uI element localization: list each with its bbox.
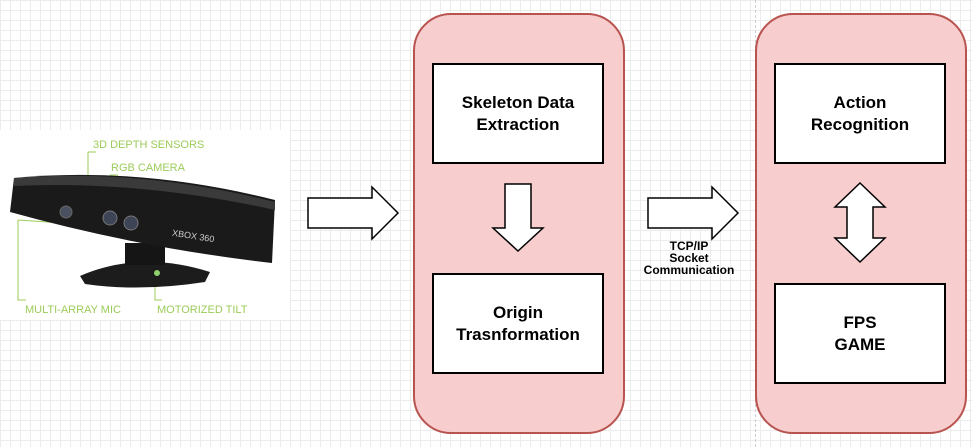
label-motorized-tilt: MOTORIZED TILT [157,304,248,316]
box-skeleton-data-extraction: Skeleton Data Extraction [432,63,604,164]
tcp-ip-label: TCP/IP Socket Communication [643,239,735,277]
rgb-lens [102,210,118,226]
kinect-photo-panel: 3D DEPTH SENSORS RGB CAMERA MULTI-ARRAY … [0,130,290,320]
mic-leader-line [17,220,26,301]
ir-emitter [59,205,73,219]
label-3d-depth-sensors: 3D DEPTH SENSORS [93,139,205,151]
kinect-neck [125,243,165,265]
arrow-right-2 [647,185,740,241]
label-rgb-camera: RGB CAMERA [111,162,185,174]
status-led [154,270,160,276]
box-action-recognition: Action Recognition [774,63,946,164]
arrow-down [491,183,545,253]
box-fps-game: FPS GAME [774,283,946,384]
arrow-right-1 [307,185,400,241]
label-multi-array-mic: MULTI-ARRAY MIC [25,304,121,316]
kinect-base [80,261,210,288]
box-origin-transformation: Origin Trasnformation [432,273,604,374]
kinect-sensor-image [10,151,275,301]
arrow-bidirectional [833,181,887,264]
depth-lens [123,215,139,231]
